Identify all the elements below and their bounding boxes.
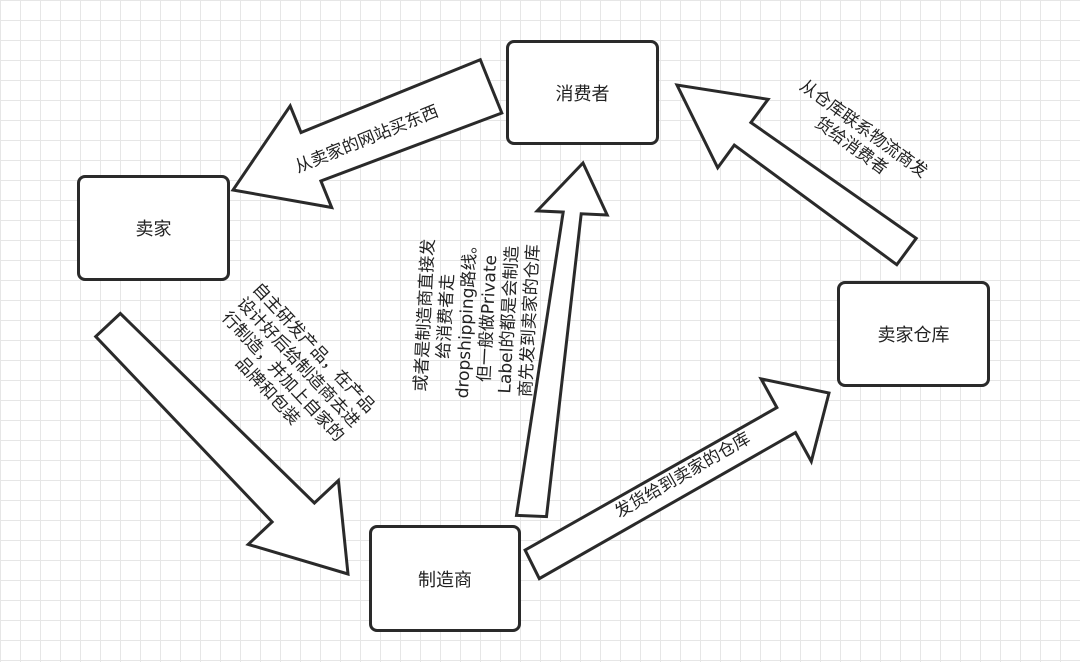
node-manufacturer: 制造商 [369, 525, 521, 632]
arrow-warehouse-to-consumer [674, 83, 919, 267]
node-consumer-label: 消费者 [555, 83, 610, 105]
node-warehouse: 卖家仓库 [837, 281, 990, 387]
node-warehouse-label: 卖家仓库 [877, 325, 950, 346]
arrow-seller-to-manufacturer [93, 311, 350, 577]
node-manufacturer-label: 制造商 [418, 569, 472, 591]
arrow-consumer-to-seller [230, 57, 504, 210]
node-seller-label: 卖家 [135, 219, 172, 240]
node-consumer: 消费者 [506, 40, 659, 145]
edge-label-manufacturer-to-consumer: 或者是制造商直接发 给消费者走 dropshipping路线。 但一般做Priv… [411, 234, 545, 402]
arrow-manufacturer-to-warehouse [523, 376, 831, 581]
node-seller: 卖家 [77, 175, 230, 281]
arrow-manufacturer-to-consumer [514, 160, 610, 519]
